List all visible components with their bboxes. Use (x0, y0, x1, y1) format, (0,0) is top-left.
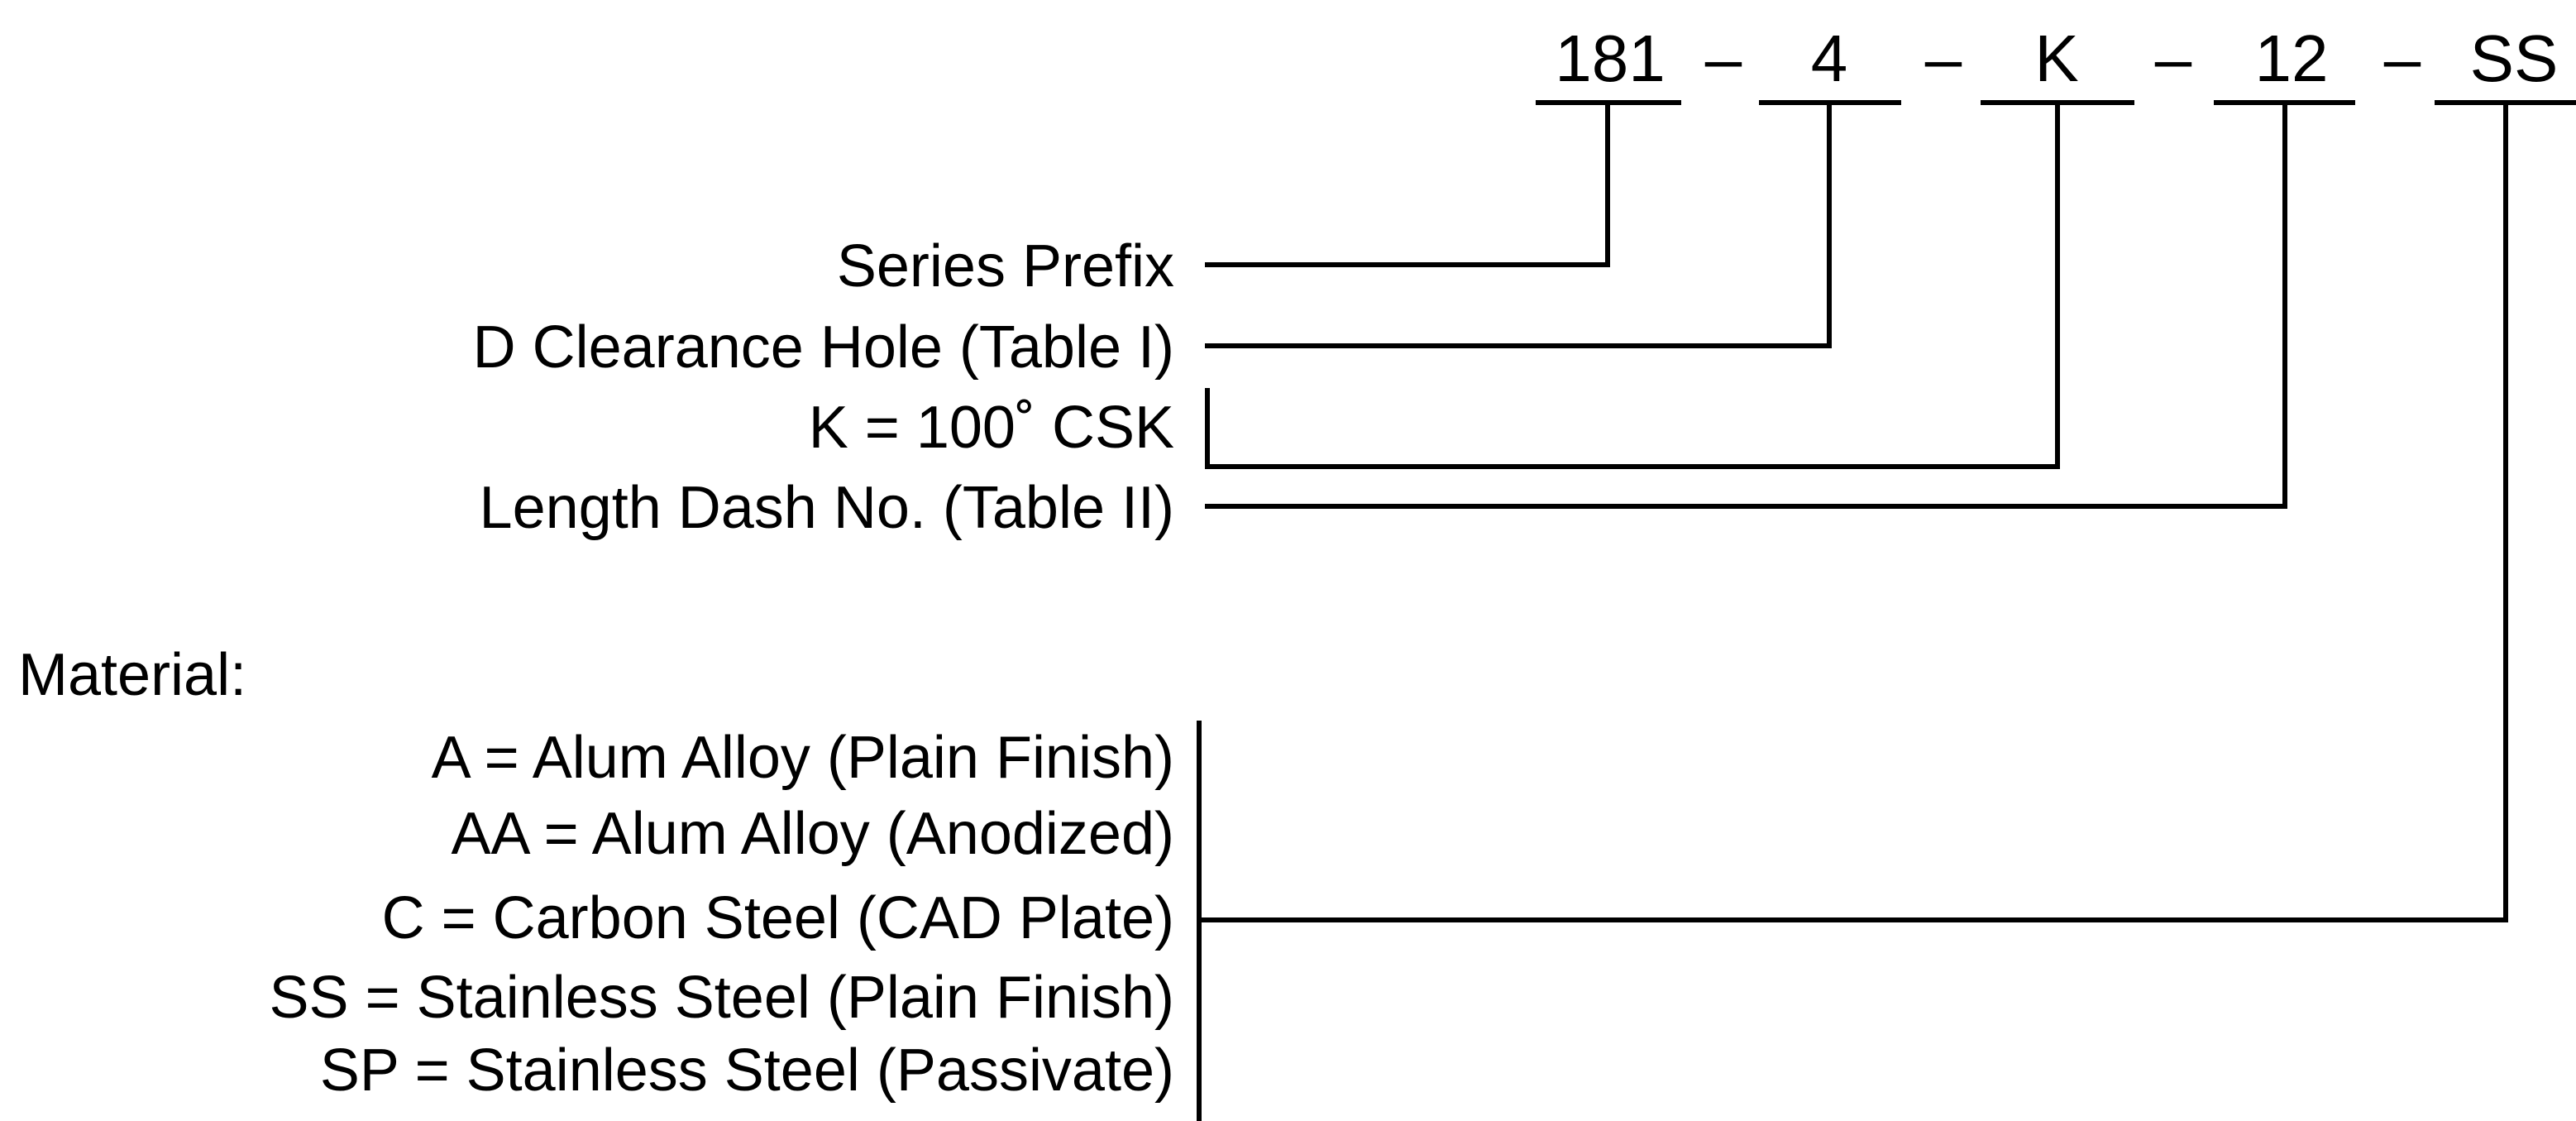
label-clearance-hole: D Clearance Hole (Table I) (473, 314, 1174, 381)
segment-separator-2: – (1925, 22, 1962, 95)
segment-material: SS (2470, 22, 2559, 95)
segment-countersink: K (2034, 22, 2078, 95)
label-series-prefix: Series Prefix (837, 233, 1174, 299)
material-heading: Material: (18, 642, 246, 708)
segment-separator-3: – (2155, 22, 2192, 95)
leader-series-prefix (1205, 100, 1610, 267)
material-option-ss: SS = Stainless Steel (Plain Finish) (270, 965, 1174, 1031)
segment-series-prefix: 181 (1555, 22, 1665, 95)
segment-separator-4: – (2384, 22, 2421, 95)
leader-length-dash (1205, 100, 2287, 509)
leader-countersink (1205, 100, 2060, 469)
material-option-sp: SP = Stainless Steel (Passivate) (320, 1037, 1174, 1104)
label-length-dash: Length Dash No. (Table II) (480, 475, 1174, 541)
segment-clearance-hole: 4 (1811, 22, 1848, 95)
material-option-aa: AA = Alum Alloy (Anodized) (452, 801, 1174, 867)
material-option-c: C = Carbon Steel (CAD Plate) (382, 885, 1174, 951)
segment-separator-1: – (1705, 22, 1742, 95)
material-option-a: A = Alum Alloy (Plain Finish) (432, 725, 1174, 791)
segment-length-dash: 12 (2255, 22, 2329, 95)
label-countersink: K = 100˚ CSK (809, 395, 1174, 461)
leader-material (1197, 100, 2508, 922)
leader-clearance-hole (1205, 100, 1832, 348)
